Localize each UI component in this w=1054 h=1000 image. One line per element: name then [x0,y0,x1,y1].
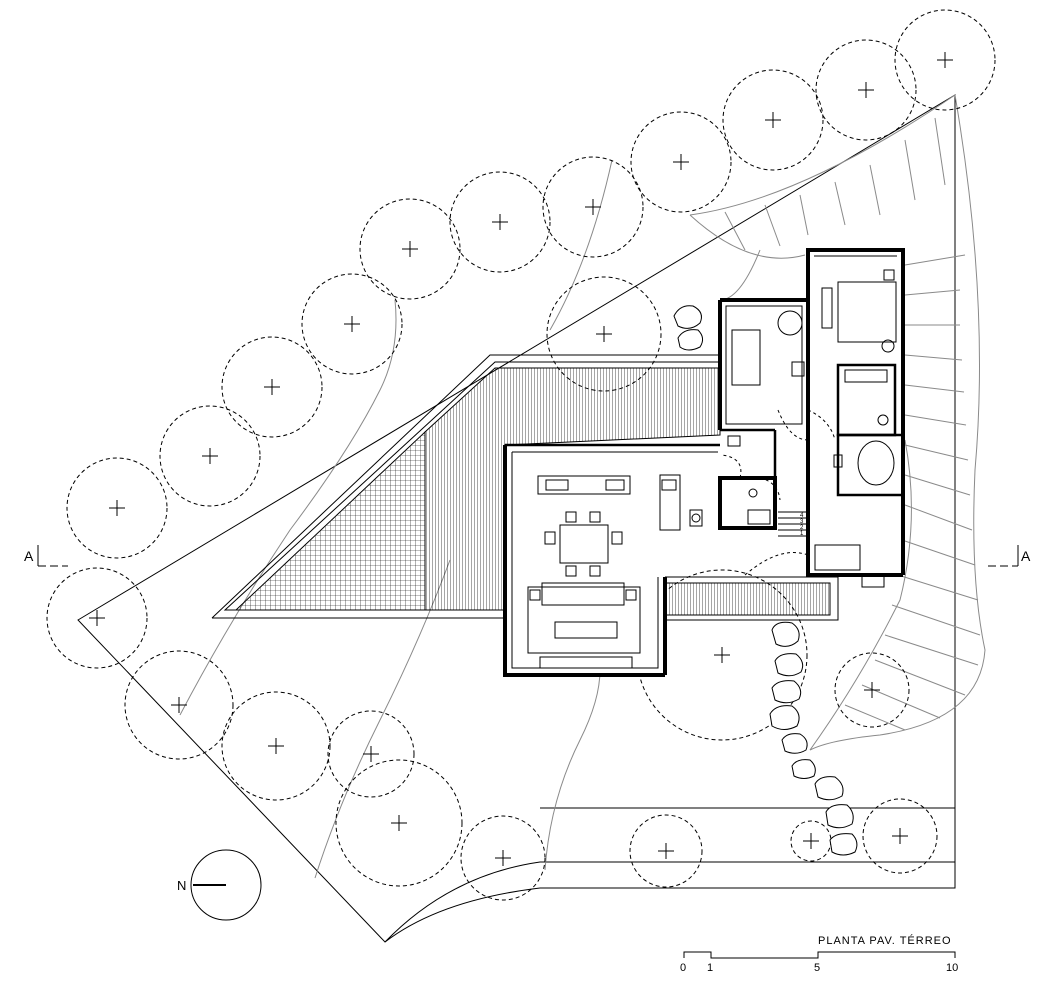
tree [221,336,323,438]
bedroom-block [689,248,905,588]
tree [460,815,546,901]
grid-paving [234,430,426,611]
tree [894,9,996,111]
north-arrow: N [177,849,262,921]
tree [301,273,403,375]
scale-bar: 0 1 5 10 [680,951,958,974]
tree [449,171,551,273]
tree [630,111,732,213]
north-label: N [177,878,186,893]
tree [66,457,168,559]
drawing-title: PLANTA PAV. TÉRREO [818,934,952,947]
stepping-stones [673,305,858,856]
stairs [778,511,808,537]
tree [722,69,824,171]
tree [790,820,832,862]
living-room [503,443,720,677]
section-label-right: A [1021,548,1031,564]
tree [359,198,461,300]
tree [542,156,644,258]
site-boundary [77,94,956,943]
tree [327,710,415,798]
stair-number: 3 [800,519,804,525]
tree [221,691,331,801]
tree [124,650,234,760]
ramp-hatch-top [724,117,946,251]
scale-label: 5 [814,962,820,974]
wood-deck [424,367,839,621]
tree [46,567,148,669]
tree [546,276,662,392]
section-marker-left: A [24,545,68,567]
tree [834,652,910,728]
slope-hatch-right [844,254,981,731]
stair-number: 4 [800,513,804,519]
drawing-title-block: PLANTA PAV. TÉRREO 0 1 5 10 [680,934,958,974]
tree [815,39,917,141]
section-label-left: A [24,548,34,564]
tree [862,798,938,874]
stair-numbers: 4 3 2 1 [800,513,804,537]
tree [159,405,261,507]
section-marker-right: A [988,545,1031,567]
tree [335,759,463,887]
trees [46,9,996,901]
scale-label: 0 [680,962,686,974]
tree [629,814,703,888]
stair-number: 1 [800,531,804,537]
stair-number: 2 [800,525,804,531]
scale-label: 10 [946,962,958,974]
scale-label: 1 [707,962,713,974]
